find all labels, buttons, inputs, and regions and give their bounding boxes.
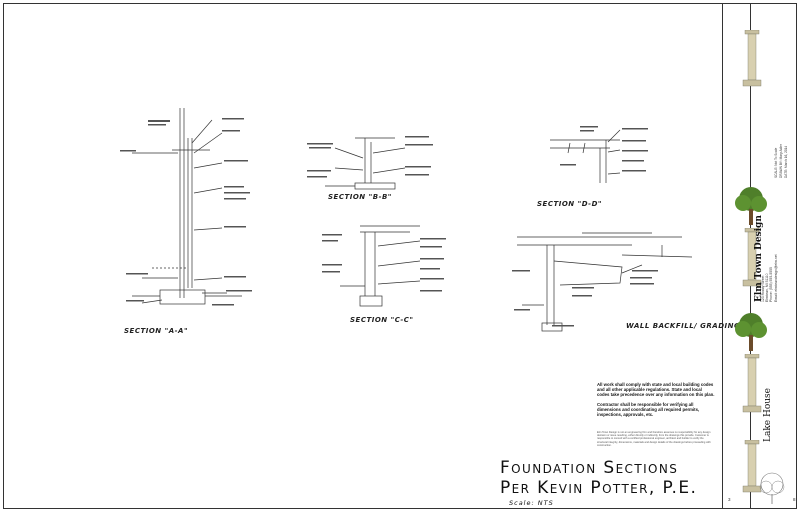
tree-icon xyxy=(735,187,767,225)
address-line: Email: elmtowndesign@elm.net xyxy=(773,254,778,302)
general-notes: All work shall comply with state and loc… xyxy=(597,382,715,421)
column-ornament-icon xyxy=(742,228,762,287)
section-d-d-label: SECTION "D-D" xyxy=(537,200,603,208)
section-a-a-label: SECTION "A-A" xyxy=(124,327,189,335)
section-c-c-label: SECTION "C-C" xyxy=(350,316,414,324)
page-number: 3 xyxy=(728,497,731,502)
sketch-tree-icon xyxy=(759,472,785,504)
meta-drawn-by: DRAWN BY: Mary Adler xyxy=(779,144,783,178)
column-ornament-icon xyxy=(742,354,762,413)
sheet-title-line-1: Foundation Sections xyxy=(500,458,679,478)
section-a-a-drawing xyxy=(112,108,272,333)
section-b-b-label: SECTION "B-B" xyxy=(328,193,392,201)
disclaimer-note: Elm Town Design is not an engineering fi… xyxy=(597,431,711,447)
sheet-title-line-2: Per Kevin Potter, P.E. xyxy=(500,478,698,498)
column-ornament-icon xyxy=(742,440,762,493)
section-d-d-drawing xyxy=(540,118,680,198)
wall-backfill-label: WALL BACKFILL/ GRADING xyxy=(626,322,741,330)
section-b-b-drawing xyxy=(305,128,445,198)
general-note-1: All work shall comply with state and loc… xyxy=(597,382,715,398)
sheet-title: Foundation Sections Per Kevin Potter, P.… xyxy=(500,458,722,498)
section-c-c-drawing xyxy=(320,216,460,316)
page-total: 8 xyxy=(793,497,796,502)
meta-scale: SCALE: Not To Scale xyxy=(774,147,778,178)
meta-date: DATE: March 16, 2014 xyxy=(784,145,788,178)
column-ornament-icon xyxy=(742,30,762,87)
sheet-border xyxy=(3,3,797,509)
scale-label: Scale: NTS xyxy=(509,499,554,507)
title-block-divider xyxy=(722,3,723,509)
general-note-2: Contractor shall be responsible for veri… xyxy=(597,401,700,418)
project-name: Lake House xyxy=(763,388,773,442)
brand-address: 123 Roddy Street Elmtown, MI 51110 Phone… xyxy=(761,254,778,302)
tree-icon xyxy=(735,313,767,351)
wall-backfill-drawing xyxy=(512,225,702,335)
